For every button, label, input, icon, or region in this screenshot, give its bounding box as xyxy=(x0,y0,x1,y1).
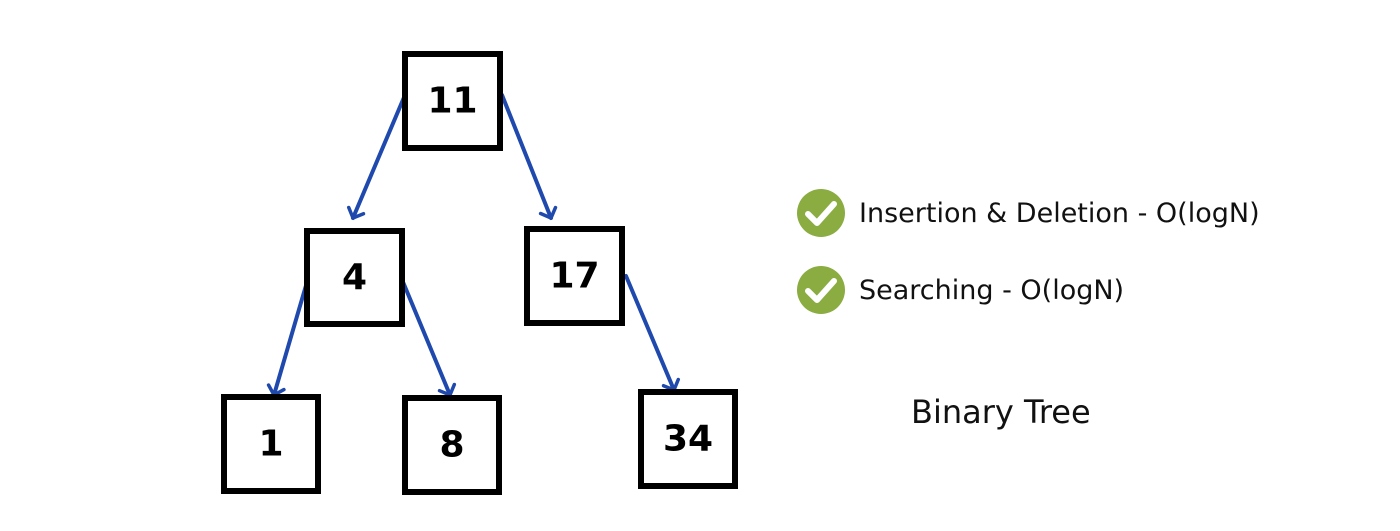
checkmark-circle-icon xyxy=(797,189,845,237)
node-value: 11 xyxy=(427,81,477,122)
edge-4-to-1 xyxy=(266,280,309,397)
feature-label: Insertion & Deletion - O(logN) xyxy=(859,197,1260,229)
node-value: 1 xyxy=(258,424,283,465)
checkmark-circle-icon xyxy=(797,266,845,314)
edge-17-to-34 xyxy=(624,274,681,392)
tree-node-8: 8 xyxy=(402,395,502,495)
edge-4-to-8 xyxy=(401,280,457,397)
tree-node-1: 1 xyxy=(221,394,321,494)
node-value: 8 xyxy=(439,425,464,466)
tree-node-4: 4 xyxy=(304,228,405,327)
tree-node-17: 17 xyxy=(524,226,625,326)
feature-searching: Searching - O(logN) xyxy=(796,265,1124,315)
node-value: 4 xyxy=(342,257,367,298)
tree-node-34: 34 xyxy=(638,389,738,489)
tree-node-11: 11 xyxy=(402,51,503,151)
node-value: 34 xyxy=(663,419,713,460)
node-value: 17 xyxy=(549,256,599,297)
feature-insertion-deletion: Insertion & Deletion - O(logN) xyxy=(796,188,1260,238)
edge-11-to-17 xyxy=(500,93,558,220)
edge-11-to-4 xyxy=(346,93,407,220)
diagram-caption: Binary Tree xyxy=(911,393,1091,431)
feature-label: Searching - O(logN) xyxy=(859,274,1125,306)
